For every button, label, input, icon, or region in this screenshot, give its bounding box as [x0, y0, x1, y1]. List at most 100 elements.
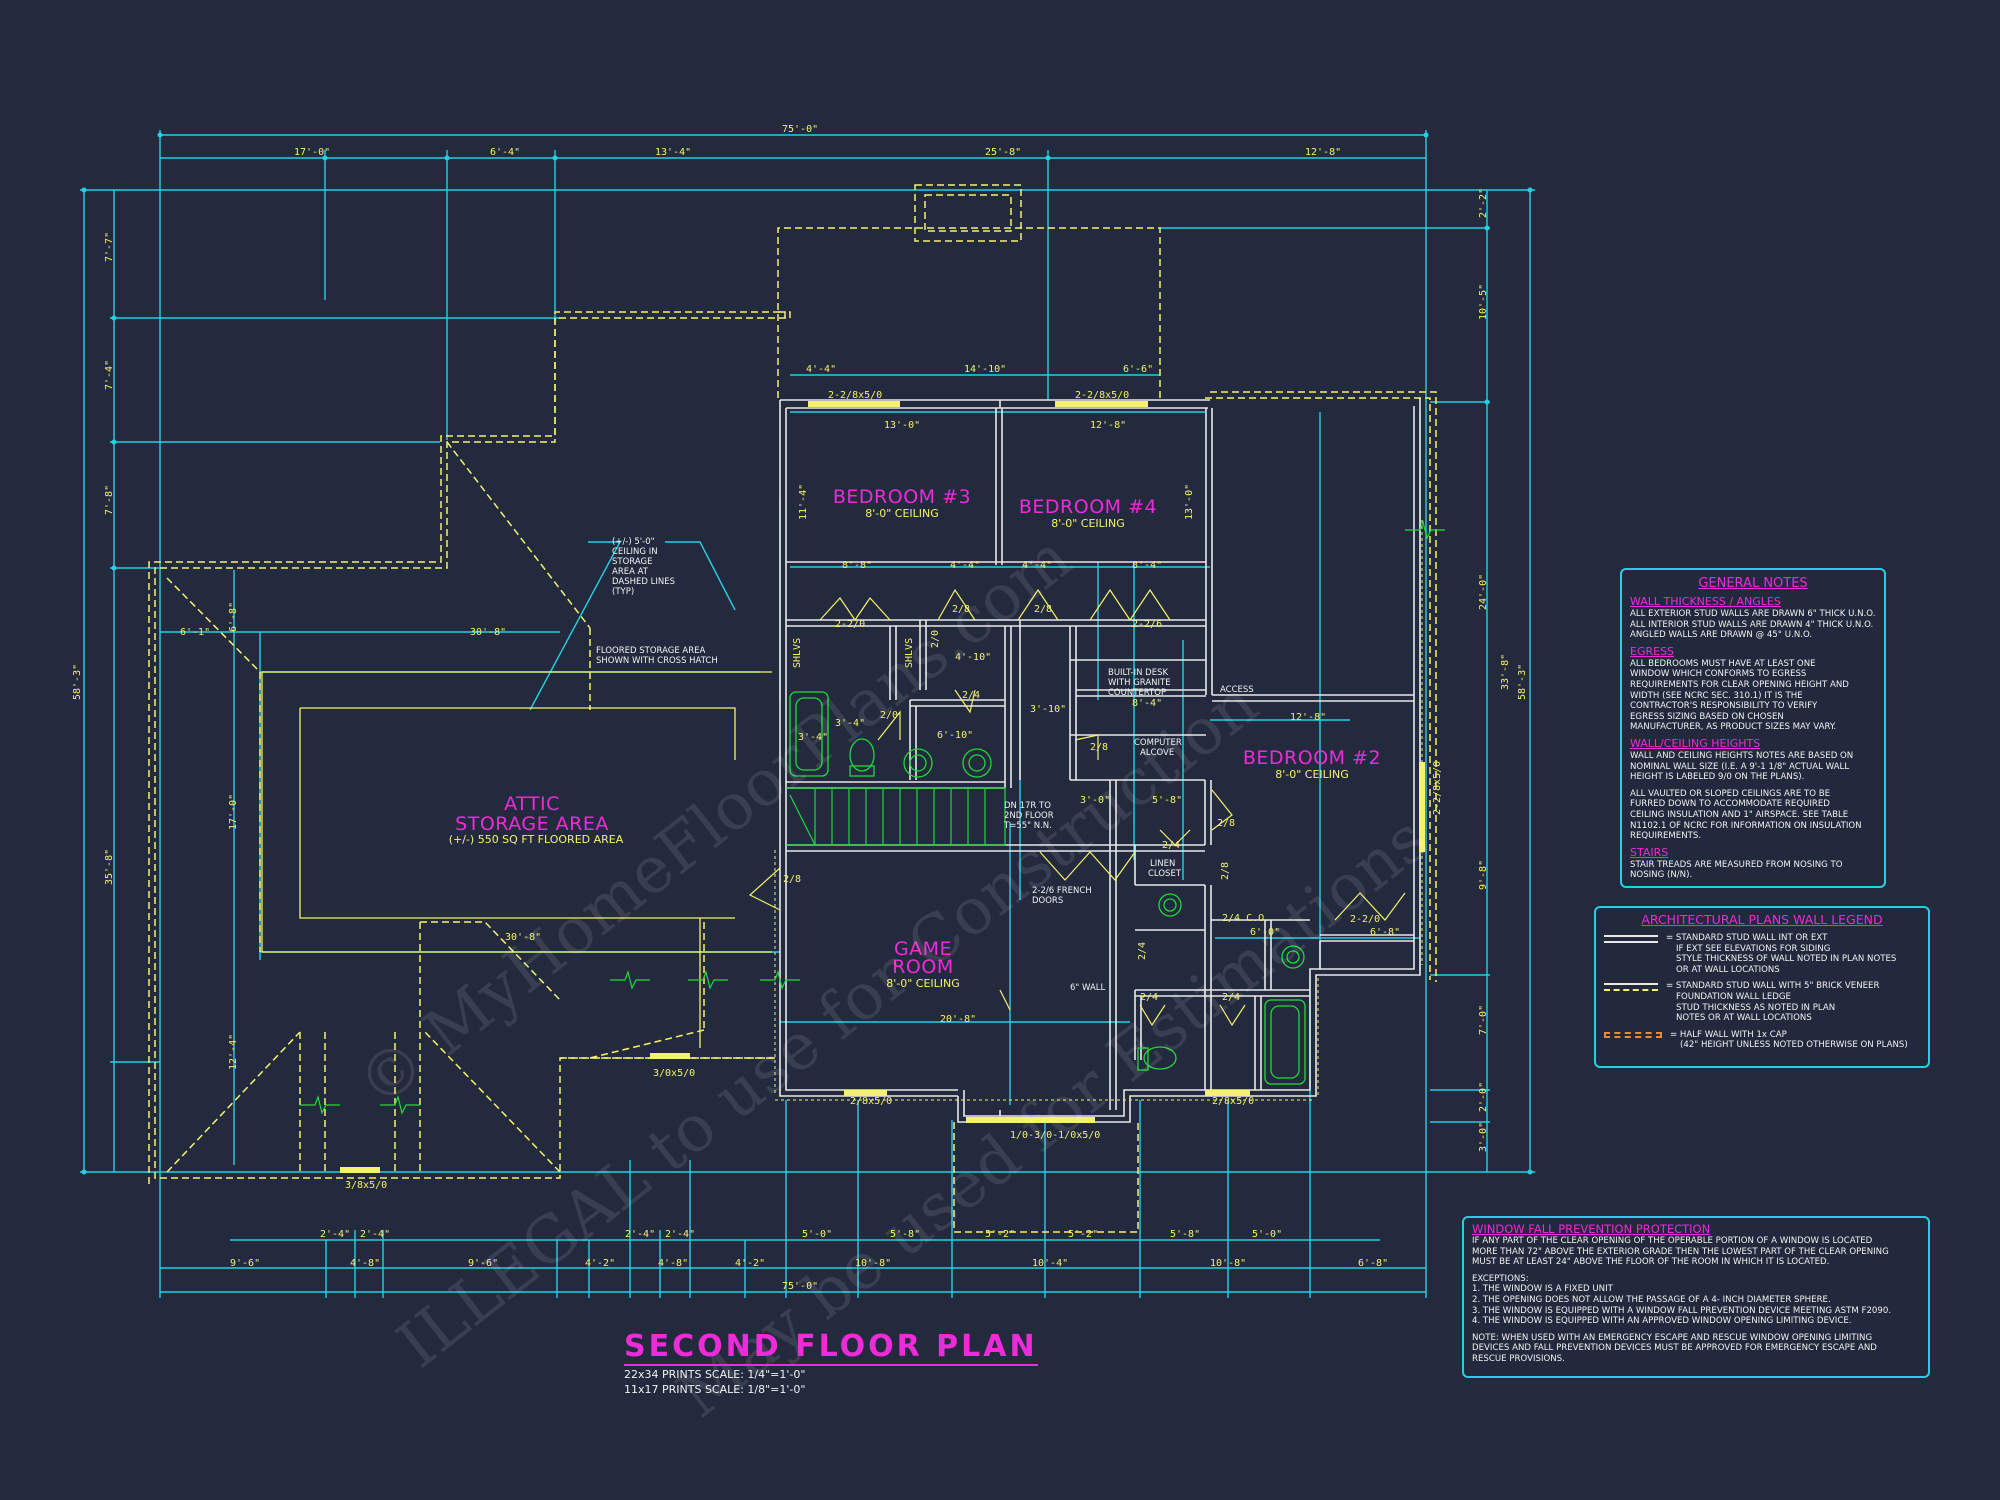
legend-3-line-2: (42" HEIGHT UNLESS NOTED OTHERWISE ON PL…	[1680, 1040, 1908, 1051]
stair-note-3: T=55" N.N.	[1003, 821, 1052, 831]
stair-note-2: 2ND FLOOR	[1004, 811, 1054, 821]
door-label-2: 2/8	[952, 604, 970, 615]
dim-left-5: 17'-0"	[228, 794, 239, 830]
storage-ceiling-note-4: AREA AT	[612, 567, 649, 577]
door-label-1: 2-2/0	[835, 619, 865, 630]
dim-bot-r1-1: 2'-4"	[320, 1229, 350, 1240]
dim-bot-r2-10: 6'-8"	[1358, 1258, 1388, 1269]
notes-sec2-line-5: CONTRACTOR'S RESPONSIBILITY TO VERIFY	[1630, 701, 1818, 712]
bedroom-4-label: BEDROOM #4	[1019, 496, 1157, 518]
dim-bot-r2-9: 10'-8"	[1210, 1258, 1246, 1269]
door-label-16: 2/8	[1220, 862, 1231, 880]
dim-bot-r2-7: 10'-8"	[855, 1258, 891, 1269]
legend-2-line-3: STUD THICKNESS AS NOTED IN PLAN	[1676, 1002, 1836, 1013]
window-label-8: 1/0-3/0-1/0x5/0	[1010, 1130, 1100, 1141]
storage-ceiling-note-6: (TYP)	[612, 587, 634, 597]
window-label-6: 3/0x5/0	[653, 1068, 695, 1079]
computer-alcove-note-1: COMPUTER	[1134, 738, 1182, 748]
notes-sec3-line-8: N1102.1 OF NCRC FOR INFORMATION ON INSUL…	[1630, 820, 1862, 831]
dim-interior-5: 4'-4"	[1022, 560, 1052, 571]
dim-left-inner: 6'-1"	[180, 627, 210, 638]
door-label-9: 2/8	[783, 874, 801, 885]
game-room-label-2: ROOM	[892, 956, 954, 978]
plan-title: SECOND FLOOR PLAN	[624, 1329, 1038, 1366]
bedroom-2-ceiling: 8'-0" CEILING	[1275, 768, 1349, 781]
dim-interior-19: 13'-0"	[1184, 484, 1195, 520]
dim-left-2: 7'-4"	[104, 360, 115, 390]
bedroom-4-ceiling: 8'-0" CEILING	[1051, 517, 1125, 530]
dim-top-2: 6'-4"	[490, 147, 520, 158]
room-labels: BEDROOM #3 8'-0" CEILING BEDROOM #4 8'-0…	[449, 486, 1381, 990]
notes-sec2-title: EGRESS	[1630, 644, 1675, 658]
dim-bot-r2-2: 4'-8"	[350, 1258, 380, 1269]
dim-interior-14: 30'-8"	[505, 932, 541, 943]
window-fall-heading: WINDOW FALL PREVENTION PROTECTION	[1472, 1222, 1711, 1236]
dim-right-3: 24'-0"	[1478, 574, 1489, 610]
dim-interior-21: 3'-4"	[798, 732, 828, 743]
legend-2-line-1: = STANDARD STUD WALL WITH 5" BRICK VENEE…	[1666, 981, 1880, 992]
dim-interior-17: 6'-0"	[1250, 927, 1280, 938]
floored-storage-note-2: SHOWN WITH CROSS HATCH	[596, 656, 718, 666]
roof-outline	[148, 184, 1437, 1233]
break-marks	[300, 519, 1445, 1115]
dim-interior-2: 12'-8"	[1090, 420, 1126, 431]
door-label-12: 2/4	[1222, 992, 1240, 1003]
dim-top-5: 12'-8"	[1305, 147, 1341, 158]
door-label-14: 2-2/0	[1350, 914, 1380, 925]
dim-interior-23: 3'-10"	[1030, 704, 1066, 715]
door-label-7: 2/8	[1090, 742, 1108, 753]
dim-top-inner-1: 4'-4"	[806, 364, 836, 375]
notes-sec3-line-9: REQUIREMENTS.	[1630, 831, 1702, 842]
dim-right-overall: 58'-3"	[1517, 664, 1528, 700]
game-room-label-1: GAME	[894, 938, 952, 960]
dim-bot-r1-10: 5'-0"	[1252, 1229, 1282, 1240]
floored-storage-note-1: FLOORED STORAGE AREA	[596, 646, 705, 656]
scale-22x34: 22x34 PRINTS SCALE: 1/4"=1'-0"	[624, 1368, 806, 1381]
legend-1-line-2: IF EXT SEE ELEVATIONS FOR SIDING	[1676, 943, 1831, 954]
dim-bot-r2-3: 9'-6"	[468, 1258, 498, 1269]
notes-sec1-line-1: ALL EXTERIOR STUD WALLS ARE DRAWN 6" THI…	[1630, 609, 1876, 619]
dim-interior-6: 8'-4"	[1132, 560, 1162, 571]
window-fall-line-8: 3. THE WINDOW IS EQUIPPED WITH A WINDOW …	[1472, 1305, 1892, 1316]
dim-interior-12: 5'-8"	[1152, 795, 1182, 806]
general-notes-panel: GENERAL NOTES WALL THICKNESS / ANGLES AL…	[1620, 568, 1886, 888]
notes-sec2-line-3: REQUIREMENTS FOR CLEAR OPENING HEIGHT AN…	[1630, 679, 1849, 690]
stair-note-1: DN 17R TO	[1004, 801, 1051, 811]
vertical-dimension-texts: 58'-3" 58'-3" 7'-7" 7'-4" 7'-8" 6'-8" 17…	[72, 188, 1528, 1152]
wall-legend-heading: ARCHITECTURAL PLANS WALL LEGEND	[1641, 912, 1883, 927]
dim-bot-r1-7: 5'-2"	[985, 1229, 1015, 1240]
notes-sec2-line-6: EGRESS SIZING BASED ON CHOSEN	[1630, 711, 1784, 722]
dim-interior-7: 4'-10"	[955, 652, 991, 663]
notes-sec4-line-2: NOSING (N/N).	[1630, 870, 1693, 881]
built-in-desk-note-1: BUILT-IN DESK	[1108, 668, 1168, 678]
scale-11x17: 11x17 PRINTS SCALE: 1/8"=1'-0"	[624, 1383, 806, 1396]
window-fall-line-6: 1. THE WINDOW IS A FIXED UNIT	[1472, 1284, 1613, 1295]
walls	[779, 398, 1421, 1123]
general-notes-heading: GENERAL NOTES	[1698, 576, 1808, 591]
dim-interior-9: 8'-4"	[1132, 698, 1162, 709]
window-label-2: 2-2/8x5/0	[1075, 390, 1129, 401]
legend-1-line-4: OR AT WALL LOCATIONS	[1676, 964, 1780, 975]
legend-2-line-2: FOUNDATION WALL LEDGE	[1676, 991, 1791, 1002]
french-doors-note-2: DOORS	[1032, 896, 1063, 906]
dim-bot-r1-9: 5'-8"	[1170, 1229, 1200, 1240]
window-fall-line-9: 4. THE WINDOW IS EQUIPPED WITH AN APPROV…	[1472, 1316, 1852, 1327]
door-label-4: 2-2/6	[1132, 619, 1162, 630]
dim-bot-r2-5: 4'-8"	[658, 1258, 688, 1269]
attic-label-1: ATTIC	[504, 793, 560, 815]
dim-bot-r2-6: 4'-2"	[735, 1258, 765, 1269]
linen-closet-note-1: LINEN	[1150, 859, 1175, 869]
dim-top-inner-3: 6'-6"	[1123, 364, 1153, 375]
dim-bot-r1-3: 2'-4"	[625, 1229, 655, 1240]
dim-left-6: 12'-4"	[228, 1034, 239, 1070]
windows	[340, 401, 1425, 1173]
door-label-15: 2/0	[930, 630, 941, 648]
dim-interior-8: 6'-10"	[937, 730, 973, 741]
window-label-4: 2/8x5/0	[850, 1096, 892, 1107]
bedroom-3-label: BEDROOM #3	[833, 486, 971, 508]
notes-sec3-line-5: ALL VAULTED OR SLOPED CEILINGS ARE TO BE	[1630, 788, 1831, 799]
notes-sec2-line-4: WIDTH (SEE NCRC SEC. 310.1) IT IS THE	[1630, 690, 1803, 701]
door-swings	[748, 588, 1406, 1027]
built-in-desk-note-2: WITH GRANITE	[1108, 678, 1171, 688]
dim-interior-22: 3'-4"	[835, 718, 865, 729]
